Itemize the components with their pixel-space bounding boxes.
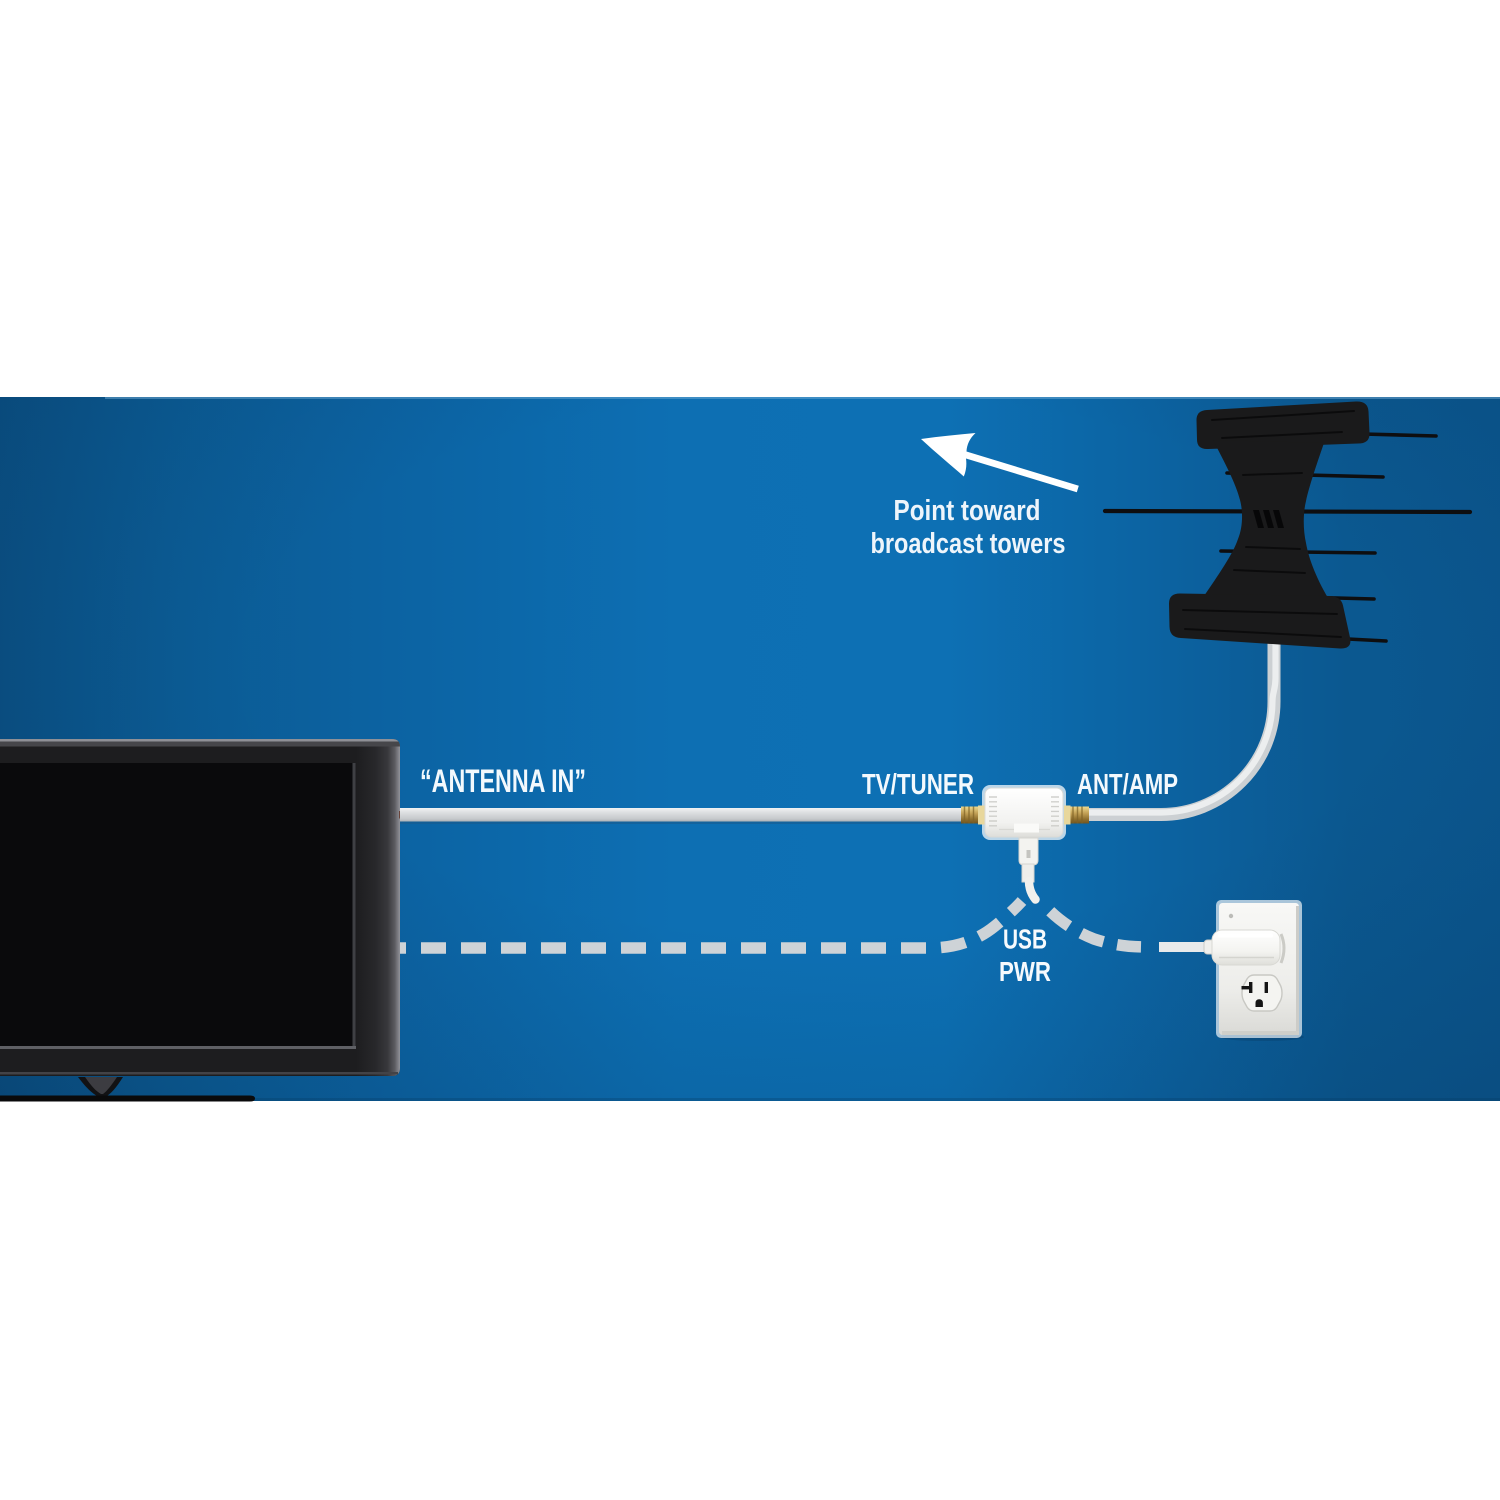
svg-text:broadcast towers: broadcast towers — [871, 528, 1066, 560]
svg-text:USB: USB — [1003, 924, 1047, 955]
svg-text:PWR: PWR — [999, 956, 1051, 987]
svg-text:Point toward: Point toward — [894, 495, 1041, 527]
svg-text:ANT/AMP: ANT/AMP — [1077, 769, 1178, 801]
svg-text:TV/TUNER: TV/TUNER — [862, 769, 974, 801]
svg-text:“ANTENNA IN”: “ANTENNA IN” — [420, 763, 586, 799]
